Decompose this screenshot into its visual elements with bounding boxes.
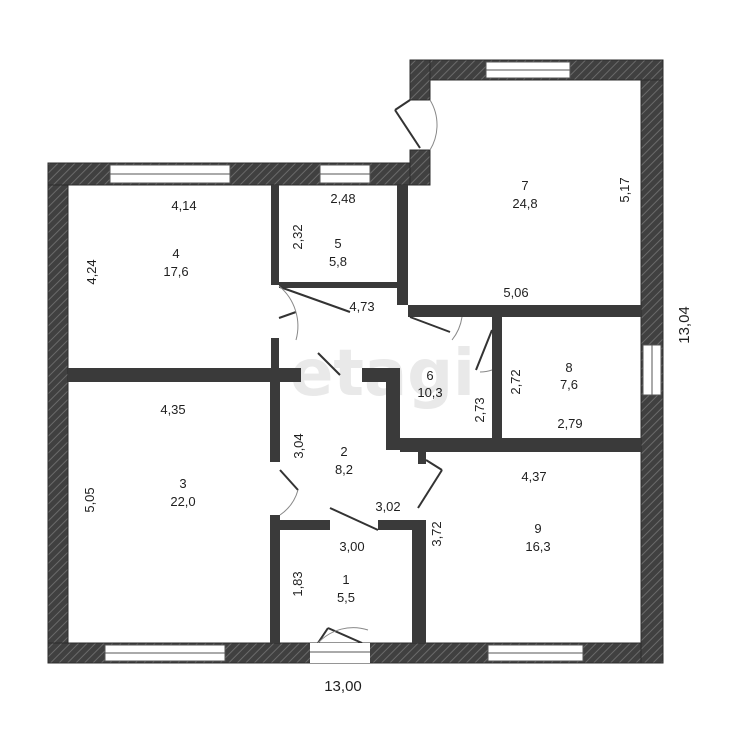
room-5-number: 5 <box>334 236 341 251</box>
dim-5-17: 5,17 <box>617 177 632 202</box>
room-2-area: 8,2 <box>335 462 353 477</box>
dim-overall-height: 13,04 <box>676 306 693 344</box>
dim-3-72: 3,72 <box>429 521 444 546</box>
dim-4-14: 4,14 <box>171 198 196 213</box>
room-8-area: 7,6 <box>560 377 578 392</box>
room-5-area: 5,8 <box>329 254 347 269</box>
dim-2-48: 2,48 <box>330 191 355 206</box>
room-9-number: 9 <box>534 521 541 536</box>
room-1-area: 5,5 <box>337 590 355 605</box>
dimension-labels: 4,14 4,24 2,48 2,32 4,73 5,17 5,06 2,72 … <box>82 177 693 695</box>
dim-2-72: 2,72 <box>508 369 523 394</box>
room-4-area: 17,6 <box>163 264 188 279</box>
dim-3-02: 3,02 <box>375 499 400 514</box>
room-1-number: 1 <box>342 572 349 587</box>
doors <box>278 99 493 663</box>
dim-1-83: 1,83 <box>290 571 305 596</box>
dim-2-32: 2,32 <box>290 224 305 249</box>
dim-3-00: 3,00 <box>339 539 364 554</box>
dim-2-73: 2,73 <box>472 397 487 422</box>
room-7-area: 24,8 <box>512 196 537 211</box>
dim-4-73: 4,73 <box>349 299 374 314</box>
room-6-number: 6 <box>426 368 433 383</box>
interior-walls <box>68 185 641 643</box>
room-8-number: 8 <box>565 360 572 375</box>
dim-3-04: 3,04 <box>291 433 306 458</box>
room-2-number: 2 <box>340 444 347 459</box>
room-6-area: 10,3 <box>417 385 442 400</box>
room-4-number: 4 <box>172 246 179 261</box>
dim-4-35: 4,35 <box>160 402 185 417</box>
dim-overall-width: 13,00 <box>324 678 362 695</box>
dim-5-06: 5,06 <box>503 285 528 300</box>
room-3-number: 3 <box>179 476 186 491</box>
room-labels: 4 17,6 5 5,8 7 24,8 6 10,3 8 7,6 3 22,0 … <box>163 178 578 605</box>
dim-4-37: 4,37 <box>521 469 546 484</box>
room-7-number: 7 <box>521 178 528 193</box>
windows <box>104 61 662 662</box>
dim-5-05: 5,05 <box>82 487 97 512</box>
room-9-area: 16,3 <box>525 539 550 554</box>
dim-4-24: 4,24 <box>84 259 99 284</box>
dim-2-79: 2,79 <box>557 416 582 431</box>
room-3-area: 22,0 <box>170 494 195 509</box>
